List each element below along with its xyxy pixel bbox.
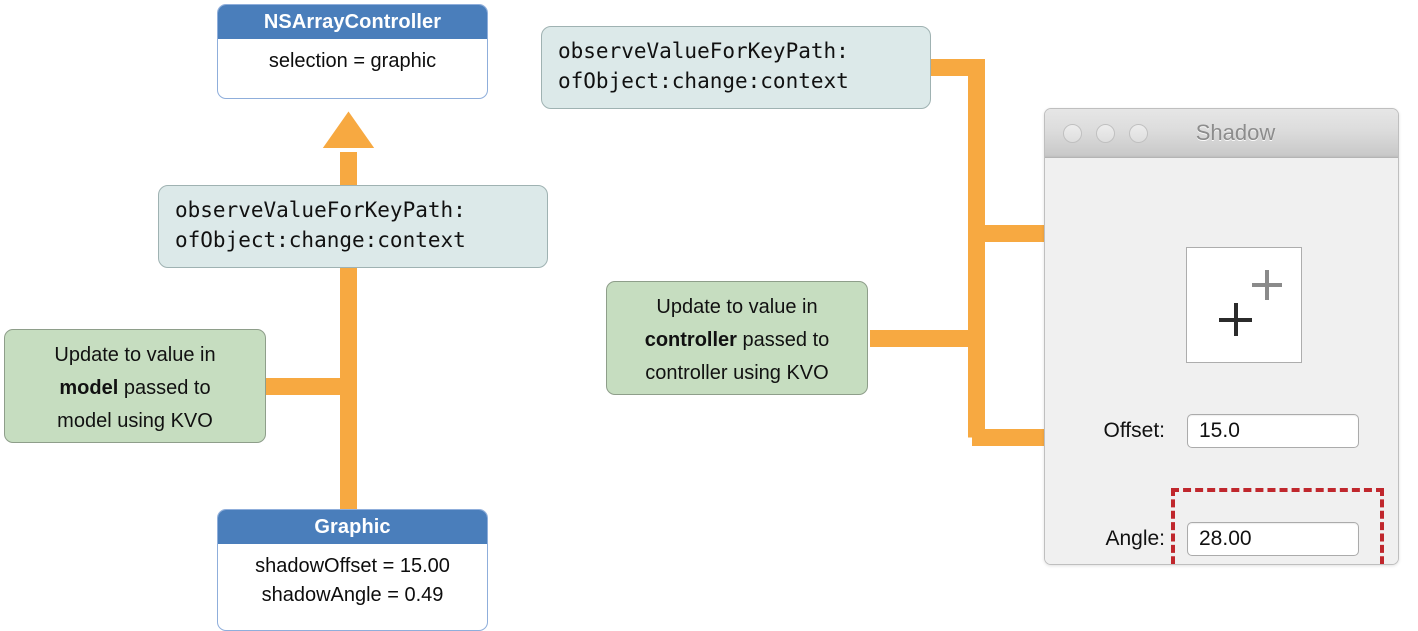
offset-label: Offset: [1103,419,1165,442]
class-box-graphic: Graphic shadowOffset = 15.00 shadowAngle… [217,509,488,631]
note-line-2-rest: passed to [118,377,211,399]
close-button[interactable] [1063,124,1082,143]
class-body-graphic: shadowOffset = 15.00 shadowAngle = 0.49 [218,544,487,619]
field-row-offset: Offset: 15.0 [1045,414,1398,448]
class-body-nsarraycontroller: selection = graphic [218,39,487,85]
angle-highlight-box [1171,488,1384,564]
message-line-1: observeValueForKeyPath: [558,39,849,63]
message-box-observe-controller: observeValueForKeyPath: ofObject:change:… [541,26,931,109]
shadow-preview[interactable] [1186,247,1302,363]
note-controller-update: Update to value in controller passed to … [606,281,868,395]
message-line-2: ofObject:change:context [175,228,466,252]
minimize-button[interactable] [1096,124,1115,143]
message-line-2: ofObject:change:context [558,69,849,93]
zoom-button[interactable] [1129,124,1148,143]
note-line-2: controller passed to [615,324,859,357]
note-emphasis: controller [644,329,737,351]
shadow-window: Shadow Offset: 15.0 Angle: 28.00 [1044,108,1399,565]
window-title-bar[interactable]: Shadow [1045,109,1398,158]
note-line-1: Update to value in [54,344,216,366]
window-content: Offset: 15.0 Angle: 28.00 [1045,158,1398,564]
class-property-selection: selection = graphic [268,50,437,72]
note-emphasis: model [59,377,119,399]
class-title-nsarraycontroller: NSArrayController [218,5,487,39]
note-line-2-rest: passed to [736,329,830,351]
note-line-2: model passed to [13,372,257,405]
class-box-nsarraycontroller: NSArrayController selection = graphic [217,4,488,99]
angle-input[interactable]: 28.00 [1187,522,1359,556]
angle-label: Angle: [1105,527,1165,550]
class-property-shadowangle: shadowAngle = 0.49 [261,584,444,606]
class-title-graphic: Graphic [218,510,487,544]
note-line-3: controller using KVO [645,362,829,384]
window-title: Shadow [1195,120,1276,145]
model-update-path [264,258,357,512]
arrow-to-array-controller [315,104,382,190]
plus-shadow-icon [1252,270,1282,300]
message-box-observe-model: observeValueForKeyPath: ofObject:change:… [158,185,548,268]
note-line-3: model using KVO [57,410,213,432]
field-row-angle: Angle: 28.00 [1045,522,1398,556]
note-line-1: Update to value in [656,296,818,318]
note-model-update: Update to value in model passed to model… [4,329,266,443]
plus-main-icon [1219,303,1252,336]
class-property-shadowoffset: shadowOffset = 15.00 [255,555,450,577]
offset-input[interactable]: 15.0 [1187,414,1359,448]
message-line-1: observeValueForKeyPath: [175,198,466,222]
